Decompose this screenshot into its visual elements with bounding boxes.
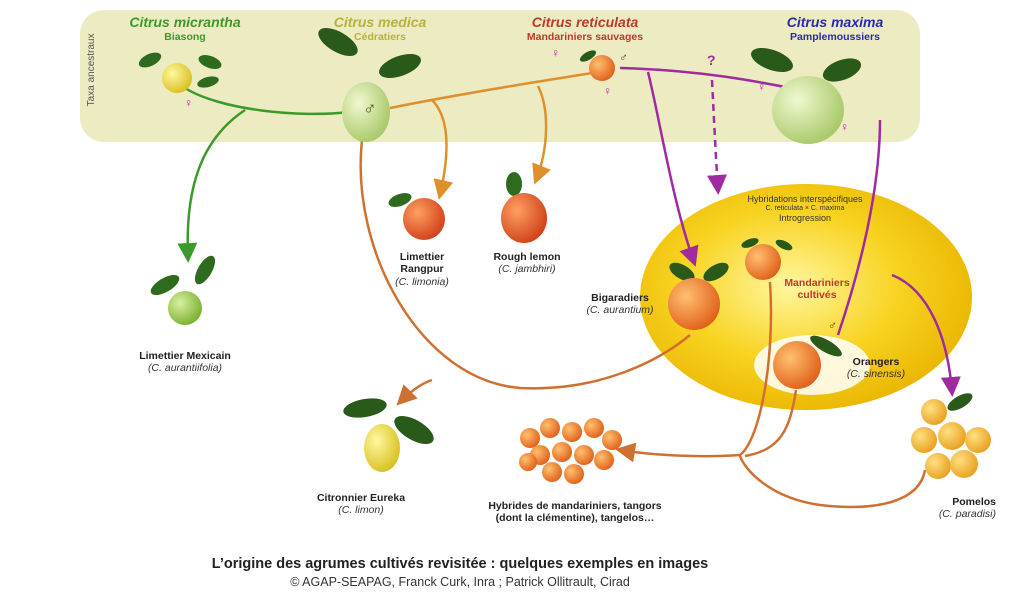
mexicain-name: Limettier Mexicain <box>120 350 250 362</box>
orangers-male-symbol: ♂ <box>828 318 837 332</box>
mexicain-sci: (C. aurantiifolia) <box>120 362 250 374</box>
hybridations-cross: C. reticulata × C. maxima <box>730 205 880 213</box>
hybrides-label: Hybrides de mandariniers, tangors (dont … <box>470 500 680 525</box>
bigaradiers-name: Bigaradiers <box>570 292 670 304</box>
medica-common: Cédratiers <box>310 31 450 43</box>
rangpur-name-2: Rangpur <box>382 263 462 275</box>
reticulata-common: Mandariniers sauvages <box>500 31 670 43</box>
caption-credit: © AGAP-SEAPAG, Franck Curk, Inra ; Patri… <box>150 575 770 590</box>
bigaradiers-label: Bigaradiers (C. aurantium) <box>570 292 670 317</box>
medica-male-symbol: ♂ <box>363 98 377 119</box>
pomelos-name: Pomelos <box>906 496 996 508</box>
mandariniers-cultives-label: Mandariniers cultivés <box>772 277 862 302</box>
orangers-name: Orangers <box>838 356 914 368</box>
orangers-label: Orangers (C. sinensis) <box>838 356 914 381</box>
ancestral-taxa-label: Taxa ancestraux <box>86 30 98 110</box>
reticulata-label: Citrus reticulata Mandariniers sauvages <box>500 14 670 43</box>
rangpur-fruit <box>387 190 445 240</box>
hybrides-name-1: Hybrides de mandariniers, tangors <box>470 500 680 512</box>
unknown-origin-symbol: ? <box>707 52 716 68</box>
reticulata-female-symbol-1: ♀ <box>551 46 560 60</box>
rangpur-sci: (C. limonia) <box>382 276 462 288</box>
introgression-label: Introgression <box>730 213 880 224</box>
caption-title: L’origine des agrumes cultivés revisitée… <box>150 556 770 573</box>
orangers-sci: (C. sinensis) <box>838 368 914 380</box>
medica-label: Citrus medica Cédratiers <box>310 14 450 43</box>
bigaradiers-sci: (C. aurantium) <box>570 304 670 316</box>
hybrides-name-2: (dont la clémentine), tangelos… <box>470 512 680 524</box>
maxima-female-symbol-1: ♀ <box>757 80 766 94</box>
micrantha-common: Biasong <box>105 31 265 43</box>
rough-lemon-fruit <box>501 172 547 243</box>
mexicain-fruit <box>148 253 219 325</box>
hybrides-fruit-cluster <box>519 418 622 484</box>
maxima-female-symbol-2: ♀ <box>840 120 849 134</box>
eureka-sci: (C. limon) <box>296 504 426 516</box>
arrow-to-eureka <box>400 380 432 402</box>
rough-lemon-sci: (C. jambhiri) <box>482 263 572 275</box>
rough-lemon-name: Rough lemon <box>482 251 572 263</box>
rangpur-label: Limettier Rangpur (C. limonia) <box>382 251 462 288</box>
micrantha-species: Citrus micrantha <box>105 14 265 31</box>
eureka-name: Citronnier Eureka <box>296 492 426 504</box>
maxima-common: Pamplemoussiers <box>770 31 900 43</box>
maxima-species: Citrus maxima <box>770 14 900 31</box>
pomelos-sci: (C. paradisi) <box>906 508 996 520</box>
reticulata-male-symbol: ♂ <box>619 50 628 64</box>
reticulata-species: Citrus reticulata <box>500 14 670 31</box>
micrantha-female-symbol: ♀ <box>184 96 193 110</box>
mexicain-label: Limettier Mexicain (C. aurantiifolia) <box>120 350 250 375</box>
micrantha-label: Citrus micrantha Biasong <box>105 14 265 43</box>
eureka-fruit <box>342 395 438 472</box>
maxima-label: Citrus maxima Pamplemoussiers <box>770 14 900 43</box>
hybridations-title: Hybridations interspécifiques <box>730 194 880 205</box>
rangpur-name-1: Limettier <box>382 251 462 263</box>
hybrid-zone-labels: Hybridations interspécifiques C. reticul… <box>730 194 880 223</box>
rough-lemon-label: Rough lemon (C. jambhiri) <box>482 251 572 276</box>
caption: L’origine des agrumes cultivés revisitée… <box>150 556 770 590</box>
pomelos-fruit-cluster <box>911 390 991 479</box>
eureka-label: Citronnier Eureka (C. limon) <box>296 492 426 517</box>
pomelos-label: Pomelos (C. paradisi) <box>906 496 996 521</box>
reticulata-female-symbol-2: ♀ <box>603 84 612 98</box>
pomelos-hybrides-link <box>740 456 925 507</box>
medica-species: Citrus medica <box>310 14 450 31</box>
